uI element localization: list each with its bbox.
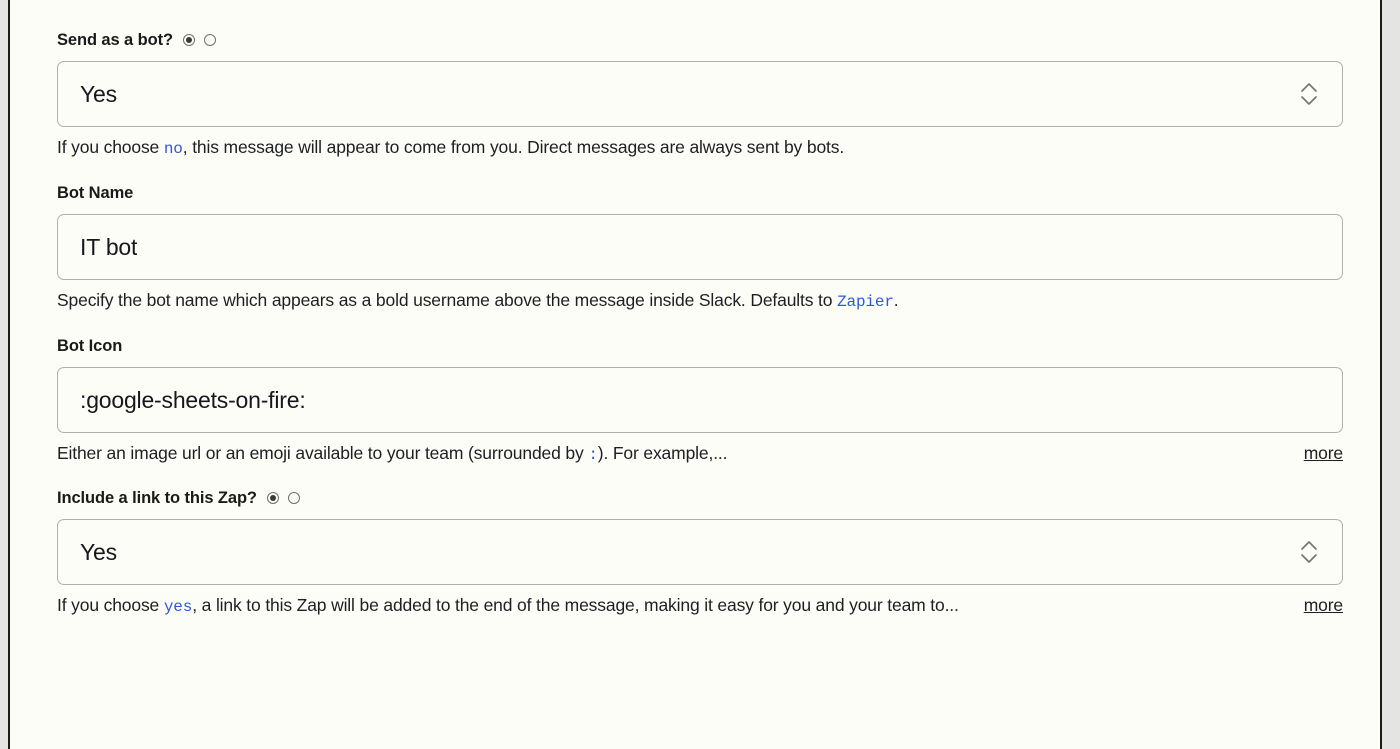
help-token: yes [163, 598, 193, 616]
help-include-a-link-to-this-zap: If you choose yes, a link to this Zap wi… [57, 594, 1343, 618]
help-send-as-a-bot: If you choose no, this message will appe… [57, 136, 1343, 160]
label-text: Bot Icon [57, 337, 123, 355]
radio-unselected-icon[interactable] [287, 492, 300, 504]
select-include-a-link-to-this-zap[interactable]: Yes [57, 519, 1343, 585]
select-value: Yes [80, 538, 117, 565]
input-bot-icon[interactable]: :google-sheets-on-fire: [57, 367, 1343, 433]
help-prefix: If you choose [57, 595, 164, 615]
help-suffix: , a link to this Zap will be added to th… [192, 595, 959, 615]
label-text: Bot Name [57, 184, 134, 202]
input-value: IT bot [80, 233, 138, 260]
help-text: If you choose yes, a link to this Zap wi… [57, 594, 959, 618]
field-label-bot-name: Bot Name [57, 183, 1343, 203]
radio-group-send-as-a-bot[interactable] [182, 34, 216, 46]
input-bot-name[interactable]: IT bot [57, 214, 1343, 280]
form-page: Send as a bot? Yes [8, 0, 1382, 749]
radio-unselected-icon[interactable] [203, 34, 216, 46]
field-label-include-a-link-to-this-zap: Include a link to this Zap? [57, 488, 1343, 508]
field-label-bot-icon: Bot Icon [57, 336, 1343, 356]
help-token: no [163, 140, 183, 158]
field-label-send-as-a-bot: Send as a bot? [57, 30, 1343, 50]
help-token: : [588, 446, 598, 464]
help-suffix: ). For example,... [597, 443, 728, 463]
help-bot-name: Specify the bot name which appears as a … [57, 289, 1343, 313]
field-bot-name: Bot Name IT bot Specify the bot name whi… [57, 183, 1343, 313]
help-prefix: Specify the bot name which appears as a … [57, 290, 838, 310]
more-link-include-a-link-to-this-zap[interactable]: more [1303, 595, 1343, 615]
radio-selected-icon[interactable] [266, 492, 279, 504]
help-prefix: If you choose [57, 137, 164, 157]
help-bot-icon: Either an image url or an emoji availabl… [57, 442, 1343, 466]
label-text: Send as a bot? [57, 31, 173, 49]
select-value: Yes [80, 80, 117, 107]
field-include-a-link-to-this-zap: Include a link to this Zap? Yes [57, 488, 1343, 618]
input-value: :google-sheets-on-fire: [80, 386, 306, 413]
chevron-up-down-icon[interactable] [1298, 537, 1320, 567]
help-text: Either an image url or an emoji availabl… [57, 442, 727, 466]
help-suffix: . [893, 290, 899, 310]
radio-selected-icon[interactable] [182, 34, 195, 46]
zap-action-form: Send as a bot? Yes [57, 0, 1343, 618]
chevron-up-down-icon[interactable] [1298, 79, 1320, 109]
field-bot-icon: Bot Icon :google-sheets-on-fire: Either … [57, 336, 1343, 466]
help-text: Specify the bot name which appears as a … [57, 289, 899, 313]
field-send-as-a-bot: Send as a bot? Yes [57, 30, 1343, 160]
label-text: Include a link to this Zap? [57, 489, 257, 507]
help-prefix: Either an image url or an emoji availabl… [57, 443, 589, 463]
radio-group-include-a-link-to-this-zap[interactable] [266, 492, 300, 504]
help-text: If you choose no, this message will appe… [57, 136, 844, 160]
more-link-bot-icon[interactable]: more [1303, 443, 1343, 463]
help-suffix: , this message will appear to come from … [182, 137, 845, 157]
help-token: Zapier [837, 293, 894, 311]
select-send-as-a-bot[interactable]: Yes [57, 61, 1343, 127]
